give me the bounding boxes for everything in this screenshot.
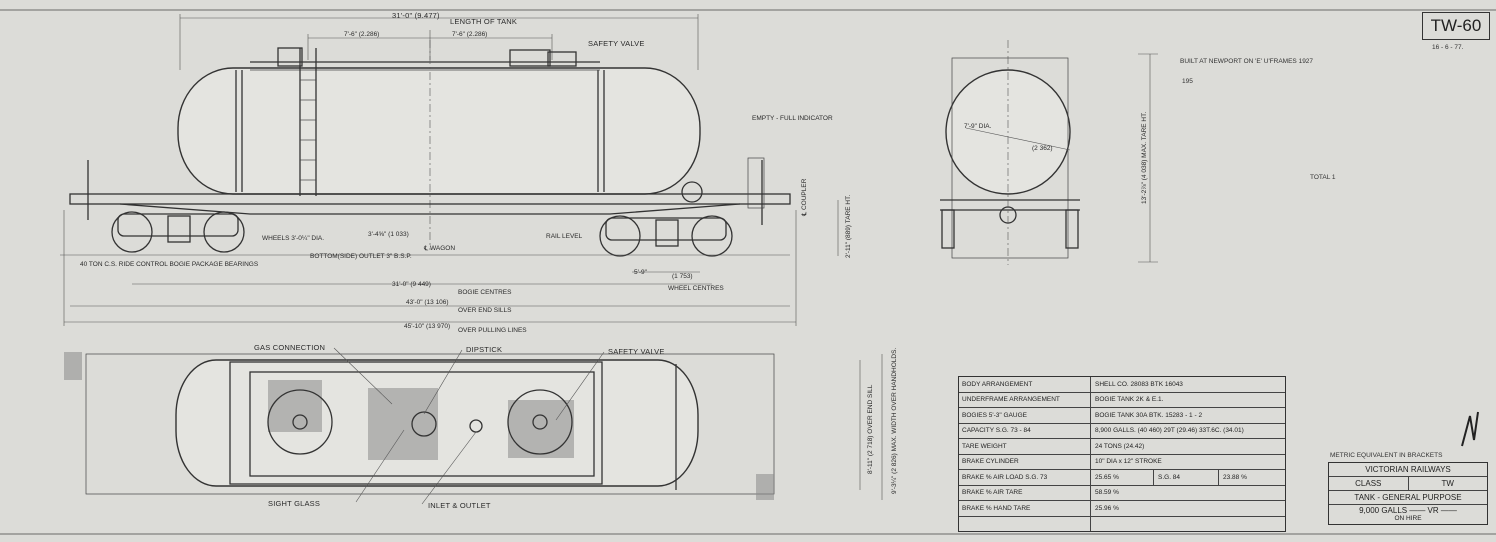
manhole-left [277, 47, 303, 67]
spec-value-b: S.G. 84 [1154, 470, 1219, 485]
label-width-handholds: 9'-3¼" (2 826) MAX. WIDTH OVER HANDHOLDS… [891, 348, 898, 494]
spec-value-c: 23.88 % [1223, 473, 1247, 481]
label-rail-level: RAIL LEVEL [546, 233, 583, 240]
spec-label [959, 516, 1091, 531]
label-end-diameter: 7'-9" DIA. [964, 123, 992, 130]
label-pulling-lines: OVER PULLING LINES [458, 327, 527, 334]
spec-label: BOGIES 5'-3" GAUGE [959, 408, 1091, 423]
spec-value: 8,900 GALLS. (40 460) 29T (29.46) 33T.6C… [1095, 427, 1244, 435]
spec-row: BRAKE % AIR TARE 58.59 % [959, 485, 1285, 501]
label-half-right: 7'-6" (2.286) [452, 31, 487, 38]
plan-view [64, 347, 883, 505]
label-wheel-centres-metric: (1 753) [672, 273, 693, 280]
label-bogie-centres: BOGIE CENTRES [458, 289, 512, 296]
quantity-number: 195 [1182, 78, 1193, 85]
spec-label: BRAKE % AIR LOAD S.G. 73 [959, 470, 1091, 485]
spec-row: CAPACITY S.G. 73 - 84 8,900 GALLS. (40 46… [959, 423, 1285, 439]
class-value: TW [1441, 479, 1454, 488]
built-note: BUILT AT NEWPORT ON 'E' U'FRAMES 1927 [1180, 58, 1314, 65]
label-coupler-height: 2'-11" (889) TARE HT. [845, 195, 852, 258]
label-pulling-lines-dim: 45'-10" (13 970) [404, 323, 450, 330]
label-bogie-note: 40 TON C.S. RIDE CONTROL BOGIE PACKAGE B… [80, 261, 259, 268]
label-wheels: WHEELS 3'-0¼" DIA. [262, 235, 324, 242]
spec-value: BOGIE TANK 2K & E.1. [1095, 396, 1164, 404]
spec-row: UNDERFRAME ARRANGEMENT BOGIE TANK 2K & E.… [959, 392, 1285, 408]
label-dipstick: DIPSTICK [466, 345, 502, 354]
manhole-right [509, 49, 551, 67]
label-end-sills-dim: 43'-0" (13 106) [406, 299, 449, 306]
label-end-diameter-metric: (2 362) [1032, 145, 1053, 152]
label-half-left: 7'-6" (2.286) [344, 31, 379, 38]
title-block: VICTORIAN RAILWAYS CLASS TW TANK - GENER… [1328, 462, 1488, 525]
spec-value: 25.65 %S.G. 84 23.88 % [1091, 470, 1285, 485]
spec-label: BRAKE % HAND TARE [959, 501, 1091, 516]
drawing-code: TW-60 [1422, 12, 1490, 40]
label-wheel-centres: WHEEL CENTRES [668, 285, 724, 292]
spec-value: 10" DIA x 12" STROKE [1095, 458, 1162, 466]
spec-value-a: 25.65 % [1091, 470, 1154, 485]
signature-mark [1461, 411, 1479, 447]
label-bottom-outlet: BOTTOM(SIDE) OUTLET 3" B.S.P. [310, 253, 412, 260]
drawing-date: 16 - 6 - 77. [1432, 44, 1464, 51]
hatched-area-center [368, 388, 438, 460]
spec-value [1091, 517, 1285, 532]
metric-note: METRIC EQUIVALENT IN BRACKETS [1330, 452, 1443, 459]
bogie-right [599, 215, 733, 257]
label-bogie-centres-dim: 31'-0" (9 449) [392, 281, 431, 288]
spec-value: 25.96 % [1095, 504, 1119, 512]
spec-label: BRAKE % AIR TARE [959, 485, 1091, 500]
manhole-plan-left [267, 389, 333, 455]
label-safety-valve-side: SAFETY VALVE [588, 39, 645, 48]
label-end-sills: OVER END SILLS [458, 307, 512, 314]
label-wagon: ℄ WAGON [423, 245, 455, 252]
label-length-dim: 31'-0" (9.477) [392, 11, 440, 20]
spec-label: CAPACITY S.G. 73 - 84 [959, 423, 1091, 438]
spec-row: BOGIES 5'-3" GAUGE BOGIE TANK 30A BTK. 15… [959, 408, 1285, 424]
label-coupler: ℄ COUPLER [801, 178, 808, 217]
spec-row: BRAKE % HAND TARE 25.96 % [959, 501, 1285, 517]
total-note: TOTAL 1 [1310, 174, 1336, 181]
spec-row: TARE WEIGHT 24 TONS (24.42) [959, 439, 1285, 455]
railway-name: VICTORIAN RAILWAYS [1329, 463, 1487, 477]
plan-underframe [85, 353, 775, 495]
spec-row: BODY ARRANGEMENT SHELL CO. 28083 BTK 1604… [959, 377, 1285, 393]
spec-value: SHELL CO. 28083 BTK 16043 [1095, 380, 1183, 388]
wagon-description: TANK - GENERAL PURPOSE [1329, 491, 1487, 505]
label-gas-connection: GAS CONNECTION [254, 343, 325, 352]
manhole-plan-right [507, 389, 573, 455]
empty-full-indicator-shape [681, 181, 703, 203]
spec-value: 24 TONS (24.42) [1095, 442, 1145, 450]
spec-row: BRAKE CYLINDER 10" DIA x 12" STROKE [959, 454, 1285, 470]
spec-label: BRAKE CYLINDER [959, 454, 1091, 469]
label-outlet-dim: 3'-4⅝" (1 033) [368, 231, 409, 238]
capacity-line: 9,000 GALLS —— VR —— [1359, 506, 1457, 515]
label-end-max-height: 13'-2⅞" (4 038) MAX. TARE HT. [1141, 112, 1148, 204]
class-row: CLASS TW [1329, 477, 1487, 491]
label-width-end-sill: 8'-11" (2 718) OVER END SILL [867, 384, 874, 474]
bogie-left [111, 211, 245, 253]
label-sight-glass: SIGHT GLASS [268, 499, 320, 508]
label-empty-full: EMPTY - FULL INDICATOR [752, 115, 833, 122]
tank-barrel-side [177, 67, 701, 195]
spec-label: TARE WEIGHT [959, 439, 1091, 454]
spec-table: BODY ARRANGEMENT SHELL CO. 28083 BTK 1604… [958, 376, 1286, 532]
label-wheel-centres-dim: 5'-9" [634, 269, 648, 276]
end-view [940, 40, 1158, 265]
spec-value: BOGIE TANK 30A BTK. 15283 - 1 - 2 [1095, 411, 1203, 419]
class-label: CLASS [1329, 477, 1409, 490]
label-safety-valve-plan: SAFETY VALVE [608, 347, 665, 356]
dipstick-fitting [411, 411, 437, 437]
underframe-sill [69, 193, 791, 205]
spec-label: BODY ARRANGEMENT [959, 377, 1091, 392]
spec-label: UNDERFRAME ARRANGEMENT [959, 392, 1091, 407]
label-length-of-tank: LENGTH OF TANK [450, 17, 517, 26]
label-inlet-outlet: INLET & OUTLET [428, 501, 491, 510]
hire-line: ON HIRE [1394, 515, 1422, 522]
spec-value: 58.59 % [1095, 489, 1119, 497]
side-view [60, 14, 839, 326]
spec-row [959, 516, 1285, 532]
